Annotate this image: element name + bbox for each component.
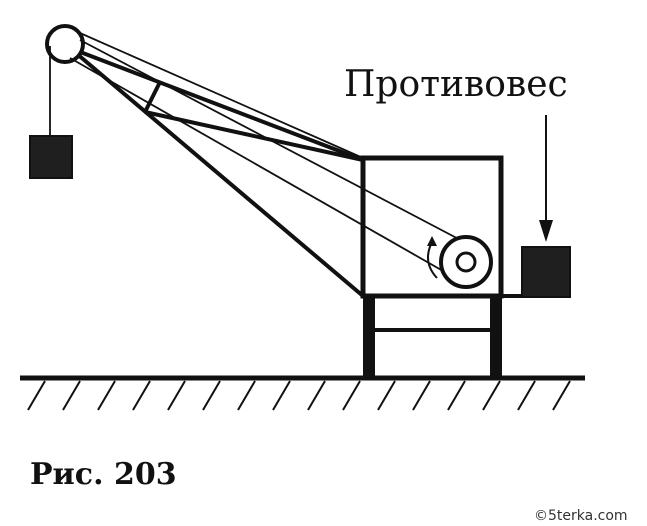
counterweight-label: Противовес — [344, 64, 568, 105]
crane-tower — [360, 155, 525, 376]
top-pulley-wheel — [45, 24, 85, 64]
ground — [20, 375, 585, 411]
hoist-cable — [49, 39, 471, 276]
rotation-arrow-icon — [427, 241, 438, 279]
counterweight-pointer-arrow — [539, 115, 553, 242]
winch-drum-outer — [439, 235, 493, 289]
pointer-arrowhead-icon — [539, 220, 553, 242]
counterweight-block — [521, 246, 571, 298]
watermark: ©5terka.com — [534, 508, 628, 524]
figure-caption: Рис. 203 — [30, 457, 177, 492]
load-weight — [29, 135, 73, 179]
winch — [427, 235, 493, 289]
rotation-arrowhead-icon — [427, 236, 437, 246]
boom-brace — [144, 110, 364, 162]
boom-lower-member — [68, 46, 365, 298]
cab-box — [360, 155, 504, 299]
boom — [68, 32, 365, 298]
boom-upper-member — [74, 48, 364, 162]
stay-cable — [79, 32, 364, 159]
boom-strut — [143, 81, 162, 113]
ground-hatching — [27, 380, 571, 411]
winch-drum-inner — [455, 251, 477, 273]
top-pulley — [45, 24, 85, 64]
